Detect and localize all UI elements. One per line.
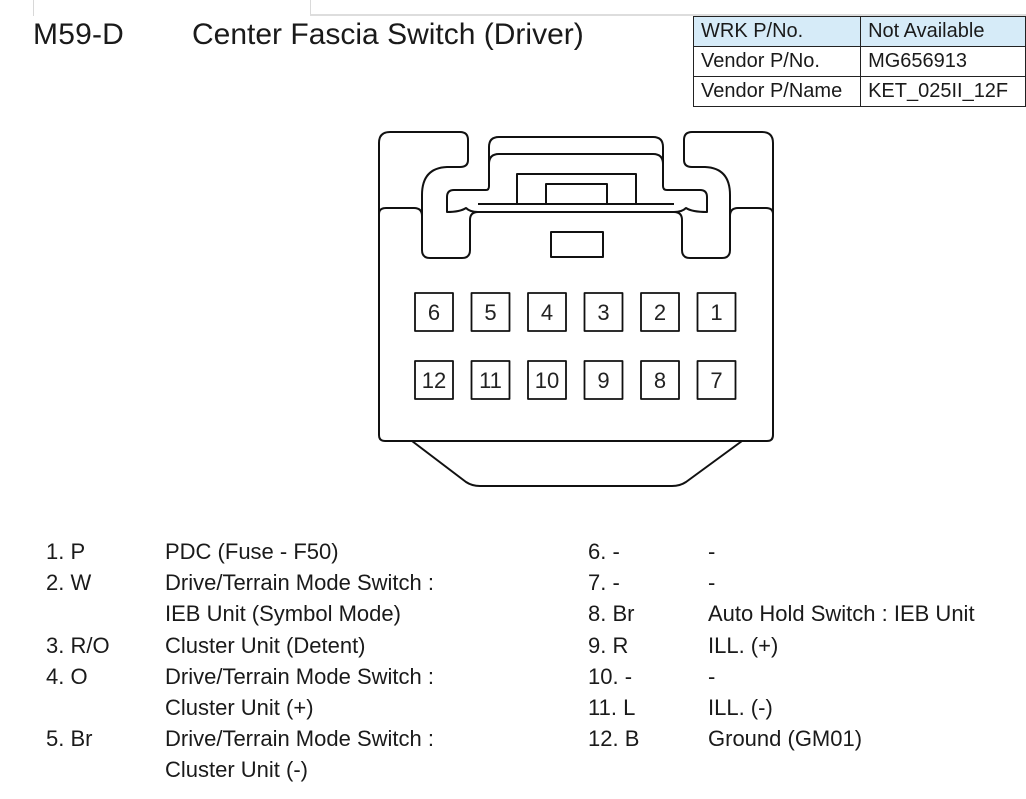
pin-cavity	[414, 360, 454, 400]
pin-description: -	[708, 570, 716, 596]
pin-cavity	[470, 292, 511, 332]
connector-title: Center Fascia Switch (Driver)	[192, 18, 584, 51]
connector-left-ear	[378, 131, 479, 259]
pin-description: ILL. (+)	[708, 632, 779, 658]
frame-box-top	[310, 0, 1026, 16]
info-value: Not Available	[860, 16, 1026, 47]
pin-number-color: 6. -	[588, 539, 620, 564]
pin-description: Cluster Unit (Detent)	[165, 632, 366, 658]
pin-number-color: 2. W	[46, 570, 92, 596]
pin-cavity	[527, 360, 567, 400]
pin-number-color: 5. Br	[46, 726, 93, 752]
info-key: Vendor P/No.	[692, 46, 862, 77]
pin-number-color: 3. R/O	[46, 632, 110, 658]
pin-grid: 6 5 4 3 2 1 12 11 10 9 8 7	[414, 292, 737, 400]
pin-number-color: 11. L	[588, 695, 636, 721]
pinout-row: 6. - -	[588, 536, 975, 567]
pin-cavity	[414, 292, 454, 332]
pinout-row: 2. W Drive/Terrain Mode Switch : IEB Unit…	[46, 567, 434, 629]
pinout-row: 7. - -	[588, 567, 975, 598]
pin-number-label: 2	[654, 300, 666, 325]
pin-number-color: 12. B	[588, 726, 640, 752]
connector-left-ear-step	[378, 207, 423, 217]
pinout-row: 4. O Drive/Terrain Mode Switch : Cluster …	[46, 661, 434, 723]
pin-description: Drive/Terrain Mode Switch : Cluster Unit…	[165, 726, 434, 783]
pinout-row: 5. Br Drive/Terrain Mode Switch : Cluster…	[46, 723, 434, 785]
pin-cavity	[527, 292, 567, 332]
pin-description: Ground (GM01)	[708, 726, 863, 752]
pin-description: -	[708, 539, 716, 564]
pinout-row: 12. B Ground (GM01)	[588, 723, 975, 754]
pinout-row: 9. R ILL. (+)	[588, 630, 975, 661]
pin-number-color: 9. R	[588, 632, 629, 658]
connector-id: M59-D	[33, 18, 125, 51]
info-value: KET_025II_12F	[860, 76, 1026, 107]
info-row-vendor-pno: Vendor P/No. MG656913	[692, 46, 1026, 77]
pin-description: -	[708, 663, 716, 689]
pin-description: PDC (Fuse - F50)	[165, 539, 339, 564]
pin-cavity	[640, 360, 680, 400]
pin-number-label: 6	[428, 300, 440, 325]
info-row-wrk: WRK P/No. Not Available	[692, 16, 1026, 47]
pin-number-label: 7	[710, 368, 722, 393]
connector-right-ear	[673, 131, 774, 259]
pin-number-color: 7. -	[588, 570, 620, 596]
pin-cavity	[583, 292, 624, 332]
info-key: WRK P/No.	[692, 16, 862, 47]
pin-number-color: 1. P	[46, 539, 86, 564]
info-key: Vendor P/Name	[692, 76, 862, 107]
pin-number-label: 9	[597, 368, 609, 393]
pinout-list-left: 1. P PDC (Fuse - F50) 2. W Drive/Terrain M…	[46, 536, 434, 786]
pinout-row: 8. Br Auto Hold Switch : IEB Unit	[588, 598, 975, 629]
pin-number-color: 10. -	[588, 663, 633, 689]
connector-lock-tab	[545, 183, 608, 205]
pin-cavity	[696, 360, 737, 400]
pin-number-label: 1	[710, 300, 722, 325]
pinout-row: 10. - -	[588, 661, 975, 692]
pinout-row: 3. R/O Cluster Unit (Detent)	[46, 630, 434, 661]
pin-number-label: 12	[422, 368, 446, 393]
pin-number-label: 11	[479, 368, 502, 393]
pin-number-label: 10	[535, 368, 559, 393]
connector-lock-arch	[488, 153, 664, 170]
connector-body	[378, 214, 774, 442]
info-row-vendor-pname: Vendor P/Name KET_025II_12F	[692, 76, 1026, 107]
info-value: MG656913	[860, 46, 1026, 77]
pin-description: Drive/Terrain Mode Switch : Cluster Unit…	[165, 663, 434, 721]
pin-description: ILL. (-)	[708, 695, 773, 721]
pin-number-label: 3	[597, 300, 609, 325]
pin-cavity	[470, 360, 511, 400]
pinout-row: 11. L ILL. (-)	[588, 692, 975, 723]
pin-cavity	[583, 360, 624, 400]
connector-right-ear-step	[729, 207, 774, 217]
pin-cavity	[640, 292, 680, 332]
connector-lock-bar	[446, 136, 708, 213]
pin-number-label: 8	[654, 368, 666, 393]
pinout-list-right: 6. - - 7. - - 8. Br Auto Hold Switch : IEB …	[588, 536, 975, 754]
pin-number-color: 8. Br	[588, 601, 635, 627]
pin-number-label: 5	[484, 300, 496, 325]
pinout-row: 1. P PDC (Fuse - F50)	[46, 536, 434, 567]
part-info-table: WRK P/No. Not Available Vendor P/No. MG6…	[692, 16, 1026, 107]
connector-latch-window	[550, 231, 604, 258]
frame-line-left	[33, 0, 34, 16]
pin-description: Drive/Terrain Mode Switch : IEB Unit (Sy…	[165, 570, 434, 627]
pin-description: Auto Hold Switch : IEB Unit	[708, 601, 975, 627]
pin-number-color: 4. O	[46, 663, 88, 689]
connector-bottom-skirt	[411, 440, 743, 487]
pin-cavity	[696, 292, 737, 332]
pin-number-label: 4	[541, 300, 553, 325]
connector-lock-frame	[516, 173, 637, 205]
